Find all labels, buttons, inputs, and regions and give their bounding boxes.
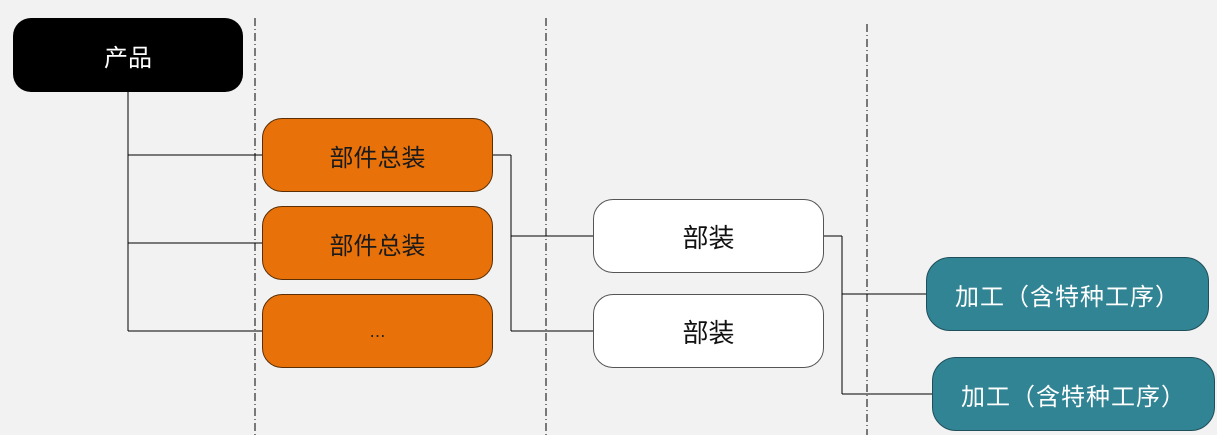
sub-assembly-node: 部装: [593, 294, 824, 368]
sub-assembly-label: 部装: [682, 318, 735, 349]
assembly-label: 部件总装: [329, 231, 426, 260]
process-node: 加工（含特种工序）: [932, 357, 1215, 431]
process-label: 加工（含特种工序）: [961, 382, 1186, 411]
ellipsis-label: …: [369, 321, 386, 341]
sub-assembly-node: 部装: [593, 199, 824, 273]
sub-assembly-label: 部装: [682, 223, 735, 254]
process-node: 加工（含特种工序）: [926, 257, 1209, 331]
assembly-node-more: …: [262, 294, 493, 368]
assembly-label: 部件总装: [329, 143, 426, 172]
product-label: 产品: [104, 43, 152, 72]
process-label: 加工（含特种工序）: [955, 282, 1180, 311]
assembly-node: 部件总装: [262, 206, 493, 280]
assembly-node: 部件总装: [262, 118, 493, 192]
product-node: 产品: [13, 18, 243, 92]
